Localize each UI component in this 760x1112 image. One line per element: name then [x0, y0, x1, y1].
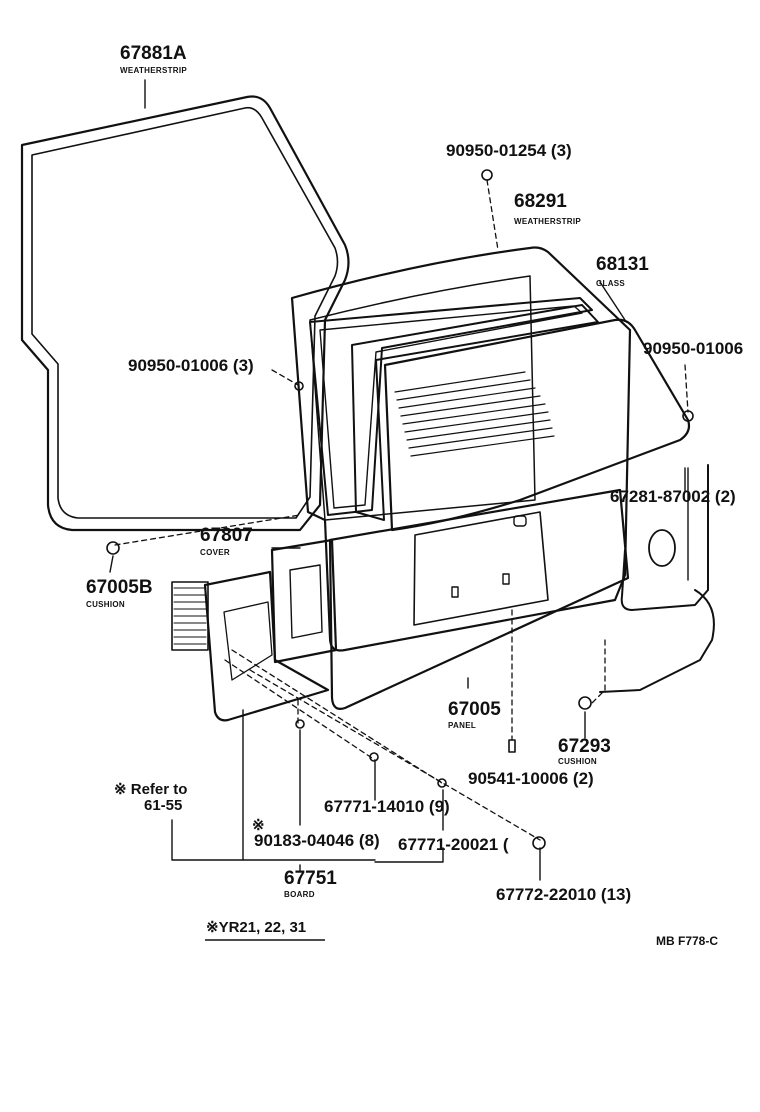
part-name-67881a: WEATHERSTRIP: [120, 66, 188, 75]
part-number-68131: 68131: [596, 254, 649, 275]
clip-left-icon: [294, 381, 304, 391]
part-number-67281-87002: 67281-87002 (2): [610, 487, 736, 506]
part-number-67772-22010: 67772-22010 (13): [496, 885, 632, 904]
dashed-leaders: [114, 179, 689, 841]
part-number-67005: 67005: [448, 699, 501, 720]
plate-lamp-hole-2: [502, 573, 510, 585]
part-number-67751: 67751: [284, 868, 337, 889]
emblem-hole: [513, 515, 527, 527]
solid-leaders: [109, 281, 686, 881]
part-number-90541-10006: 90541-10006 (2): [468, 769, 594, 788]
fastener-symbols: [106, 169, 694, 850]
refer-note-line2: 61-55: [144, 797, 183, 814]
clip-22010-icon: [532, 836, 546, 850]
part-name-67751: BOARD: [284, 890, 315, 899]
speaker-grill-lines: [173, 587, 207, 645]
cushion-right-icon: [578, 696, 592, 710]
license-plate-recess: [413, 511, 549, 626]
part-number-90950-01006-left: 90950-01006 (3): [128, 356, 254, 375]
bolt-90541-icon: [508, 739, 516, 753]
part-number-90950-01254: 90950-01254 (3): [446, 141, 572, 160]
part-number-68291: 68291: [514, 191, 567, 212]
catalog-code: MB F778-C: [656, 934, 719, 948]
part-number-67807: 67807: [200, 525, 253, 546]
asterisk-mark: ※: [252, 817, 265, 834]
part-number-67881a: 67881A: [120, 43, 187, 64]
board-67751-shape: [203, 570, 330, 722]
screw-90183-icon: [295, 719, 305, 729]
weatherstrip-67881a-shape: [20, 95, 350, 532]
stopper-67281-shape: [648, 529, 676, 567]
glass-defogger-lines: [394, 371, 555, 457]
clip-20021-icon: [437, 778, 447, 788]
clip-14010-icon: [369, 752, 379, 762]
back-door-panel-shape: [290, 246, 632, 652]
cushion-left-icon: [106, 541, 120, 555]
part-number-90183-04046: 90183-04046 (8): [254, 831, 380, 850]
door-window-opening: [309, 275, 536, 521]
bolt-top-icon: [481, 169, 493, 181]
part-number-67293: 67293: [558, 736, 611, 757]
part-name-67005: PANEL: [448, 721, 477, 730]
part-name-68291: WEATHERSTRIP: [514, 217, 582, 226]
clip-right-icon: [682, 410, 694, 422]
part-name-68131: GLASS: [596, 279, 626, 288]
speaker-grill: [171, 581, 209, 651]
part-number-67771-14010: 67771-14010 (9): [324, 797, 450, 816]
refer-note-line1: ※ Refer to: [114, 781, 188, 798]
weatherstrip-68291-shape: [309, 297, 593, 516]
plate-lamp-hole-1: [451, 586, 459, 598]
body-side-shape: [620, 464, 709, 611]
part-name-67807: COVER: [200, 548, 230, 557]
part-number-90950-01006-right: 90950-01006: [643, 339, 744, 358]
bumper-shape: [599, 589, 715, 693]
weatherstrip-67881a-inner: [31, 106, 339, 519]
part-name-67293: CUSHION: [558, 757, 597, 766]
glass-frame-shape: [351, 304, 599, 521]
panel-67005-shape: [328, 488, 630, 710]
model-note: ※YR21, 22, 31: [206, 919, 307, 936]
cover-inner: [289, 564, 323, 639]
part-number-67771-20021: 67771-20021 (: [398, 835, 509, 854]
part-number-67005b: 67005B: [86, 577, 153, 598]
part-name-67005b: CUSHION: [86, 600, 125, 609]
board-inner: [223, 601, 273, 681]
